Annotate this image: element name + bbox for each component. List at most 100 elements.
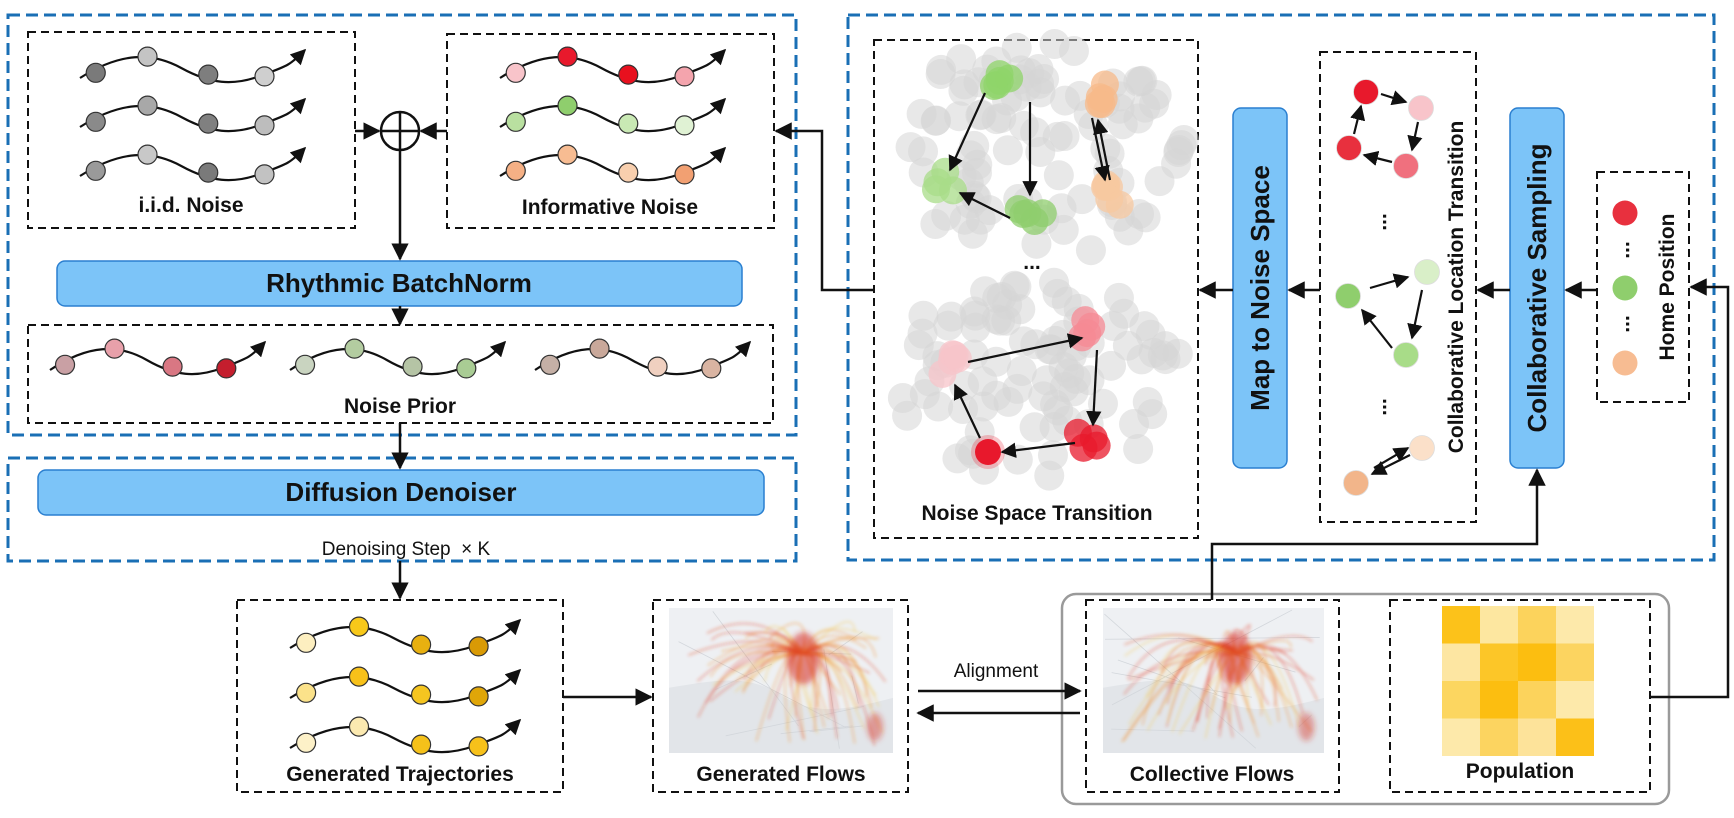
trajectory-node [411,734,432,755]
location-ellipsis-bottom: ... [1378,398,1401,416]
diffusion-denoiser-module [37,469,765,516]
trajectory-node [539,354,561,375]
location-node [1408,95,1434,121]
location-arrow [1407,289,1424,340]
population-cell [1556,643,1594,681]
noise-space-transition-label: Noise Space Transition [921,502,1152,525]
trajectory-node [198,64,219,85]
trajectory-node [557,144,578,165]
location-node [1393,153,1419,179]
transition-arrow [967,333,1084,364]
population-cell [1480,643,1518,681]
transition-arrow [948,92,987,172]
location-arrow [1407,121,1423,152]
diffusion-denoiser-label: Diffusion Denoiser [285,477,516,507]
trajectory-node [411,634,432,655]
location-arrow [1361,308,1393,349]
transition-arrow [953,383,981,439]
trajectory-node [456,358,477,379]
home-ellipsis-top: ... [1621,241,1644,259]
generated-trajectories-label: Generated Trajectories [286,763,514,786]
trajectory-node [505,160,526,181]
informative-trajectory-3 [499,144,727,185]
noise-prior-group [6,13,798,437]
iid-noise-label: i.i.d. Noise [138,194,243,217]
trajectory-node [348,666,370,687]
iid-trajectory-3 [79,144,307,185]
prior-trajectory-3 [534,338,752,379]
arrow-transition-to-informative [774,122,874,292]
noise-cloud-top [895,28,1199,266]
trajectory-node [348,716,370,737]
population-cell [1556,718,1594,756]
trajectory-node [254,66,275,87]
population-cell [1518,681,1556,719]
generated-flows-box [652,599,909,793]
location-arrow [1369,273,1410,290]
location-transition-graph [1335,79,1440,496]
home-dot [1612,200,1638,226]
population-cell [1556,606,1594,644]
denoiser-group [6,456,798,563]
observation-group [1060,592,1671,806]
home-ellipsis-bottom: ... [1621,315,1644,333]
alignment-label: Alignment [954,661,1039,682]
trajectory-node [198,162,219,183]
trajectory-node [254,115,275,136]
trajectory-node [85,160,106,181]
trajectory-node [618,113,639,134]
home-position-dots [1612,200,1638,376]
plus-circle-icon [379,110,421,152]
population-cell [1480,681,1518,719]
prior-trajectory-2 [289,338,507,379]
population-cell [1518,718,1556,756]
transition-arrow [1086,349,1102,427]
trajectory-node [411,684,432,705]
trajectory-node [198,113,219,134]
map-to-noise-space-label: Map to Noise Space [1245,165,1275,411]
collective-flows-box [1085,599,1340,793]
generated-flows-label: Generated Flows [696,763,865,786]
population-cell [1442,606,1480,644]
trajectory-node [557,46,578,67]
population-cell [1480,606,1518,644]
informative-noise-box [446,33,775,229]
informative-noise-label: Informative Noise [522,196,698,219]
rhythmic-batchnorm-label: Rhythmic BatchNorm [266,268,532,298]
transition-arrow [1093,118,1112,181]
trajectory-node [162,356,183,377]
trajectory-node [104,338,125,359]
generated-flows-map [669,608,893,753]
home-dot [1612,350,1638,376]
collective-flows-label: Collective Flows [1130,763,1295,786]
arrow-population-to-home [1650,278,1730,699]
trajectory-node [296,682,317,703]
noise-cloud-bottom [887,267,1193,491]
collaborative-sampling-label: Collaborative Sampling [1522,144,1552,433]
location-arrow [1373,447,1410,469]
denoising-step-label: Denoising Step × K [322,539,491,560]
trajectory-icons [49,46,752,757]
home-dot [1612,275,1638,301]
generated-trajectory-1 [289,616,522,657]
collaborative-location-transition-label: Collaborative Location Transition [1445,121,1468,454]
trajectory-node [344,338,365,359]
trajectory-node [618,64,639,85]
population-label: Population [1466,760,1575,783]
location-node [1414,259,1440,285]
trajectory-node [701,358,722,379]
prior-trajectory-1 [49,338,267,379]
trajectory-node [294,354,316,375]
population-grid-icon [1442,606,1594,756]
informative-trajectory-1 [499,46,727,87]
iid-trajectory-1 [79,46,307,87]
location-arrow [1380,90,1408,106]
iid-noise-box [27,31,356,229]
location-node [1336,135,1362,161]
trajectory-node [137,144,158,165]
trajectory-node [402,356,423,377]
iid-trajectory-2 [79,95,307,136]
population-cell [1518,606,1556,644]
transition-arrow [1000,441,1076,458]
